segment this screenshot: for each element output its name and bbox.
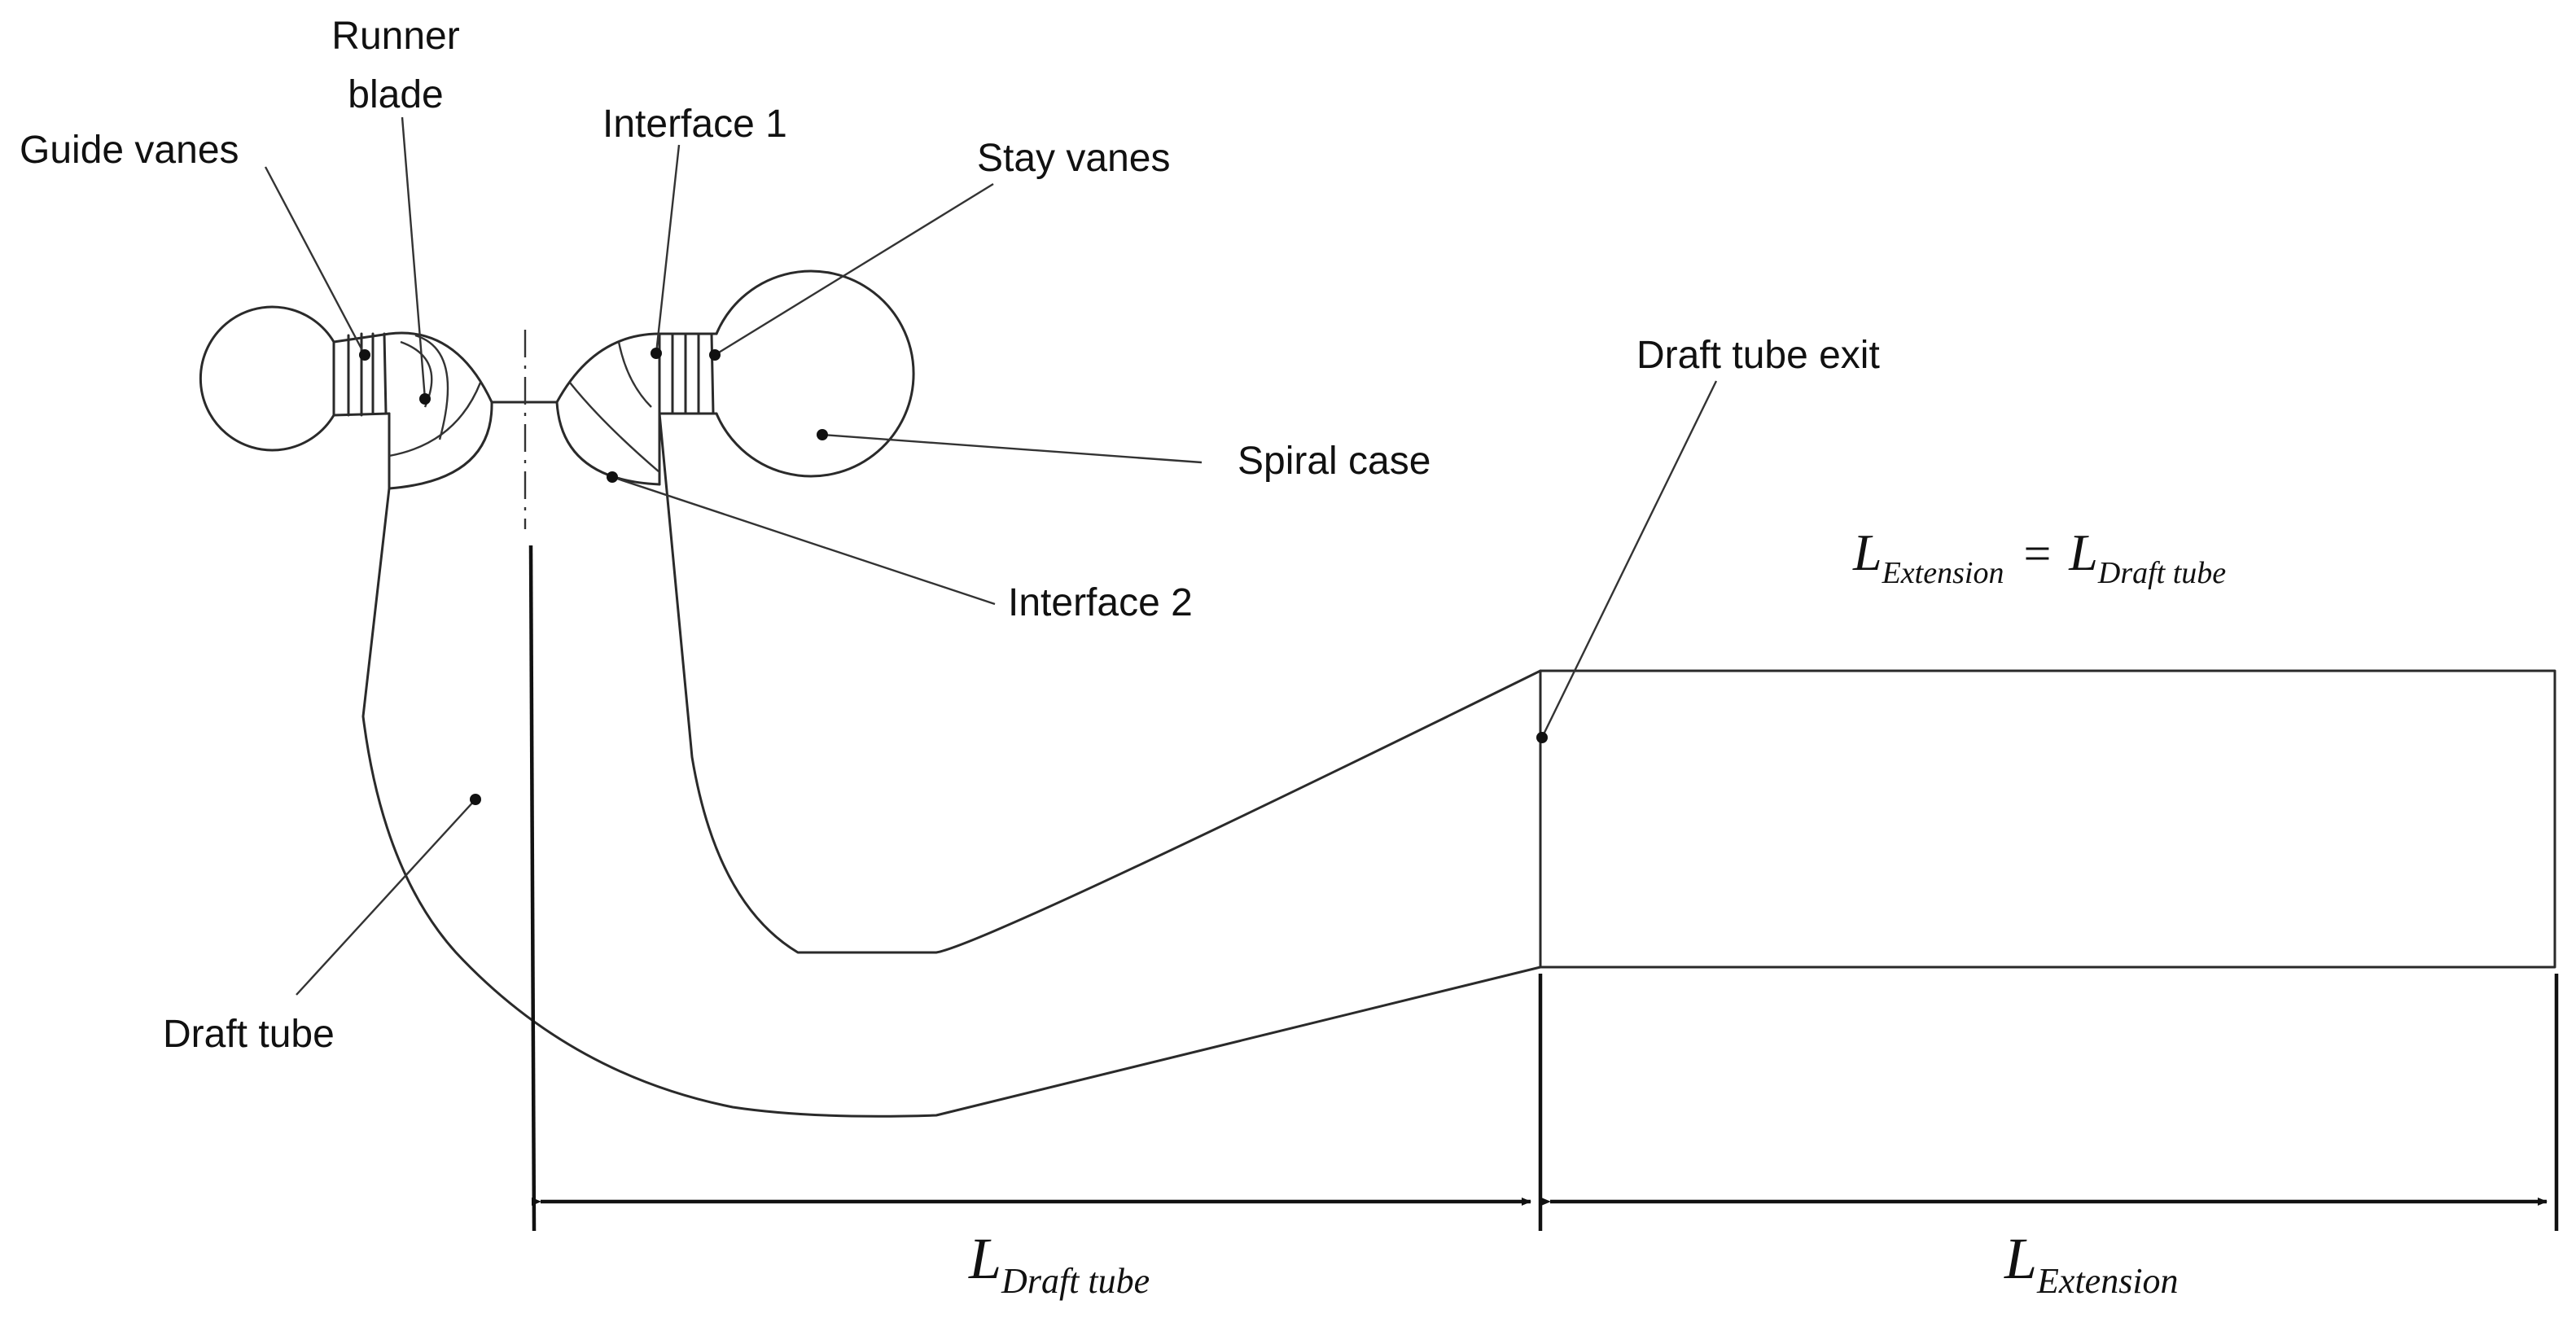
label-interface-2: Interface 2	[1008, 581, 1193, 624]
dimension-label-extension: LExtension	[2004, 1226, 2179, 1301]
label-runner-blade-line2: blade	[348, 73, 443, 116]
left-runner	[388, 331, 493, 490]
extension-box	[1539, 669, 2556, 969]
right-spiral-case	[715, 269, 915, 478]
label-stay-vanes: Stay vanes	[977, 137, 1170, 180]
dim-draft-tube-main: L	[968, 1226, 1001, 1291]
dim-extension-sub: Extension	[2036, 1261, 2179, 1301]
dim-extension-main: L	[2004, 1226, 2037, 1291]
label-spiral-case: Spiral case	[1238, 440, 1430, 483]
leader-lines	[264, 116, 1718, 996]
equation: LExtension=LDraft tube	[1852, 523, 2226, 590]
label-interface-1: Interface 1	[602, 103, 787, 146]
label-draft-tube-exit: Draft tube exit	[1636, 334, 1880, 377]
left-stay-vanes	[332, 332, 391, 417]
dimension-lines	[528, 545, 2559, 1232]
right-stay-vanes	[658, 332, 718, 415]
equation-rhs-sub: Draft tube	[2097, 556, 2226, 590]
equation-equals: =	[2023, 527, 2051, 580]
label-guide-vanes: Guide vanes	[20, 129, 239, 172]
draft-tube-inner	[658, 412, 1542, 954]
draft-tube-outer	[361, 487, 1542, 1118]
dim-draft-tube-sub: Draft tube	[1001, 1261, 1150, 1301]
equation-rhs-main: L	[2068, 523, 2098, 581]
right-runner	[555, 332, 661, 486]
equation-lhs-main: L	[1852, 523, 1882, 581]
equation-lhs-sub: Extension	[1882, 556, 2004, 590]
label-draft-tube: Draft tube	[163, 1013, 335, 1056]
dimension-label-draft-tube: LDraft tube	[968, 1226, 1150, 1301]
left-spiral-case	[199, 305, 335, 452]
label-runner-blade-line1: Runner	[331, 15, 459, 58]
